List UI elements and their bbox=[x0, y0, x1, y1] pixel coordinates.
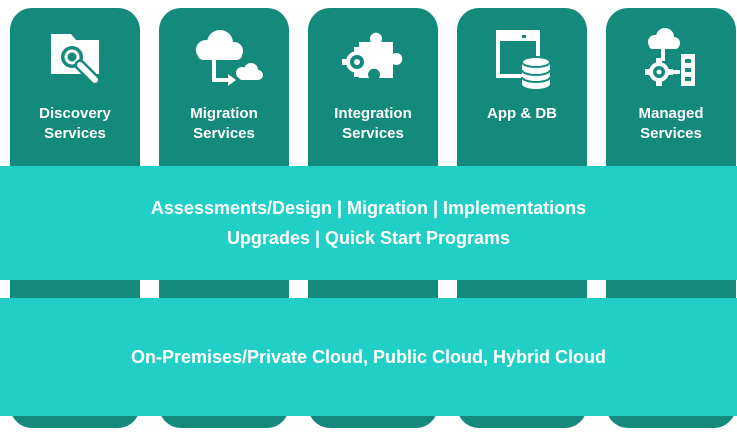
services-band: Assessments/Design | Migration | Impleme… bbox=[0, 166, 737, 280]
services-band-line1: Assessments/Design | Migration | Impleme… bbox=[150, 198, 587, 218]
column-label-line1: Integration bbox=[334, 105, 412, 122]
cloud-migration-icon bbox=[159, 26, 289, 102]
column-label: Managed Services bbox=[606, 104, 736, 144]
column-label-line2: Services bbox=[193, 125, 255, 142]
column-label-line1: Managed bbox=[638, 105, 704, 122]
column-label-line1: App & DB bbox=[487, 105, 557, 122]
column-label-line2: Services bbox=[342, 125, 404, 142]
column-label-line1: Discovery bbox=[39, 105, 111, 122]
column-label-line1: Migration bbox=[190, 105, 258, 122]
folder-search-icon bbox=[10, 26, 140, 102]
deployment-band: On-Premises/Private Cloud, Public Cloud,… bbox=[0, 298, 737, 416]
deployment-band-line1: On-Premises/Private Cloud, Public Cloud,… bbox=[130, 347, 607, 367]
column-label: Migration Services bbox=[159, 104, 289, 144]
column-label: App & DB bbox=[457, 104, 587, 124]
window-database-icon bbox=[457, 26, 587, 102]
cloud-gear-server-icon bbox=[606, 26, 736, 102]
column-label: Discovery Services bbox=[10, 104, 140, 144]
services-band-line2: Upgrades | Quick Start Programs bbox=[226, 228, 511, 248]
column-label: Integration Services bbox=[308, 104, 438, 144]
column-label-line2: Services bbox=[640, 125, 702, 142]
puzzle-gear-icon bbox=[308, 26, 438, 102]
column-label-line2: Services bbox=[44, 125, 106, 142]
